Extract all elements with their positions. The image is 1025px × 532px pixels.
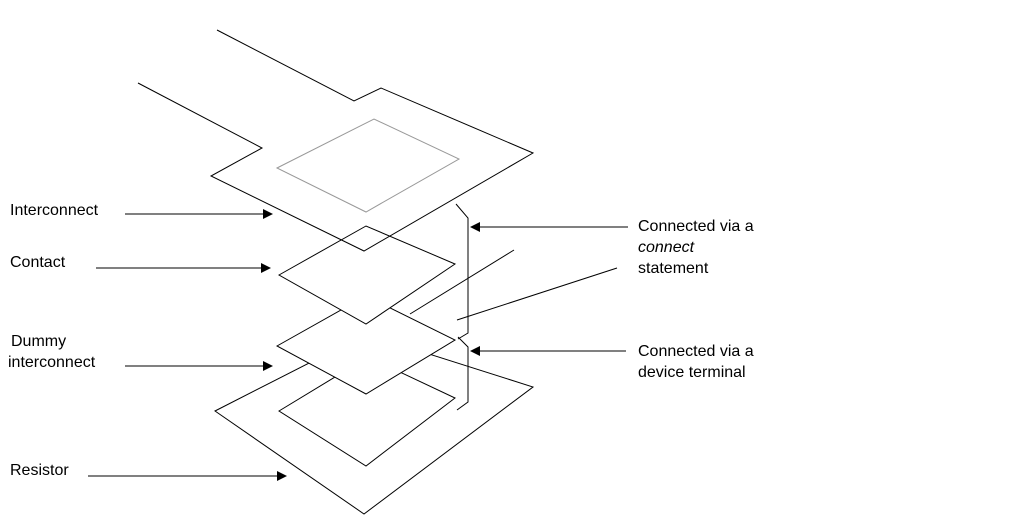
- connect-statement-label-line2: connect: [638, 239, 695, 256]
- connect-statement-label-line3: statement: [638, 260, 709, 277]
- dummy-interconnect-label-line2: interconnect: [8, 354, 96, 371]
- device-terminal-label: Connected via a device terminal: [638, 341, 754, 383]
- dummy-interconnect-label: Dummy interconnect: [8, 331, 95, 373]
- interconnect-layer: [137, 29, 535, 252]
- dummy-interconnect-layer: [275, 249, 618, 395]
- contact-layer: [277, 225, 457, 325]
- contact-label: Contact: [10, 254, 66, 271]
- connect-statement-label: Connected via a connect statement: [638, 216, 754, 279]
- interconnect-label: Interconnect: [10, 202, 99, 219]
- resistor-label: Resistor: [10, 462, 69, 479]
- device-terminal-label-line1: Connected via a: [638, 343, 754, 360]
- device-terminal-bracket: [456, 336, 469, 411]
- dummy-interconnect-label-line1: Dummy: [11, 333, 67, 350]
- connect-statement-label-line1: Connected via a: [638, 218, 754, 235]
- device-terminal-label-line2: device terminal: [638, 364, 746, 381]
- connect-statement-bracket: [455, 203, 469, 340]
